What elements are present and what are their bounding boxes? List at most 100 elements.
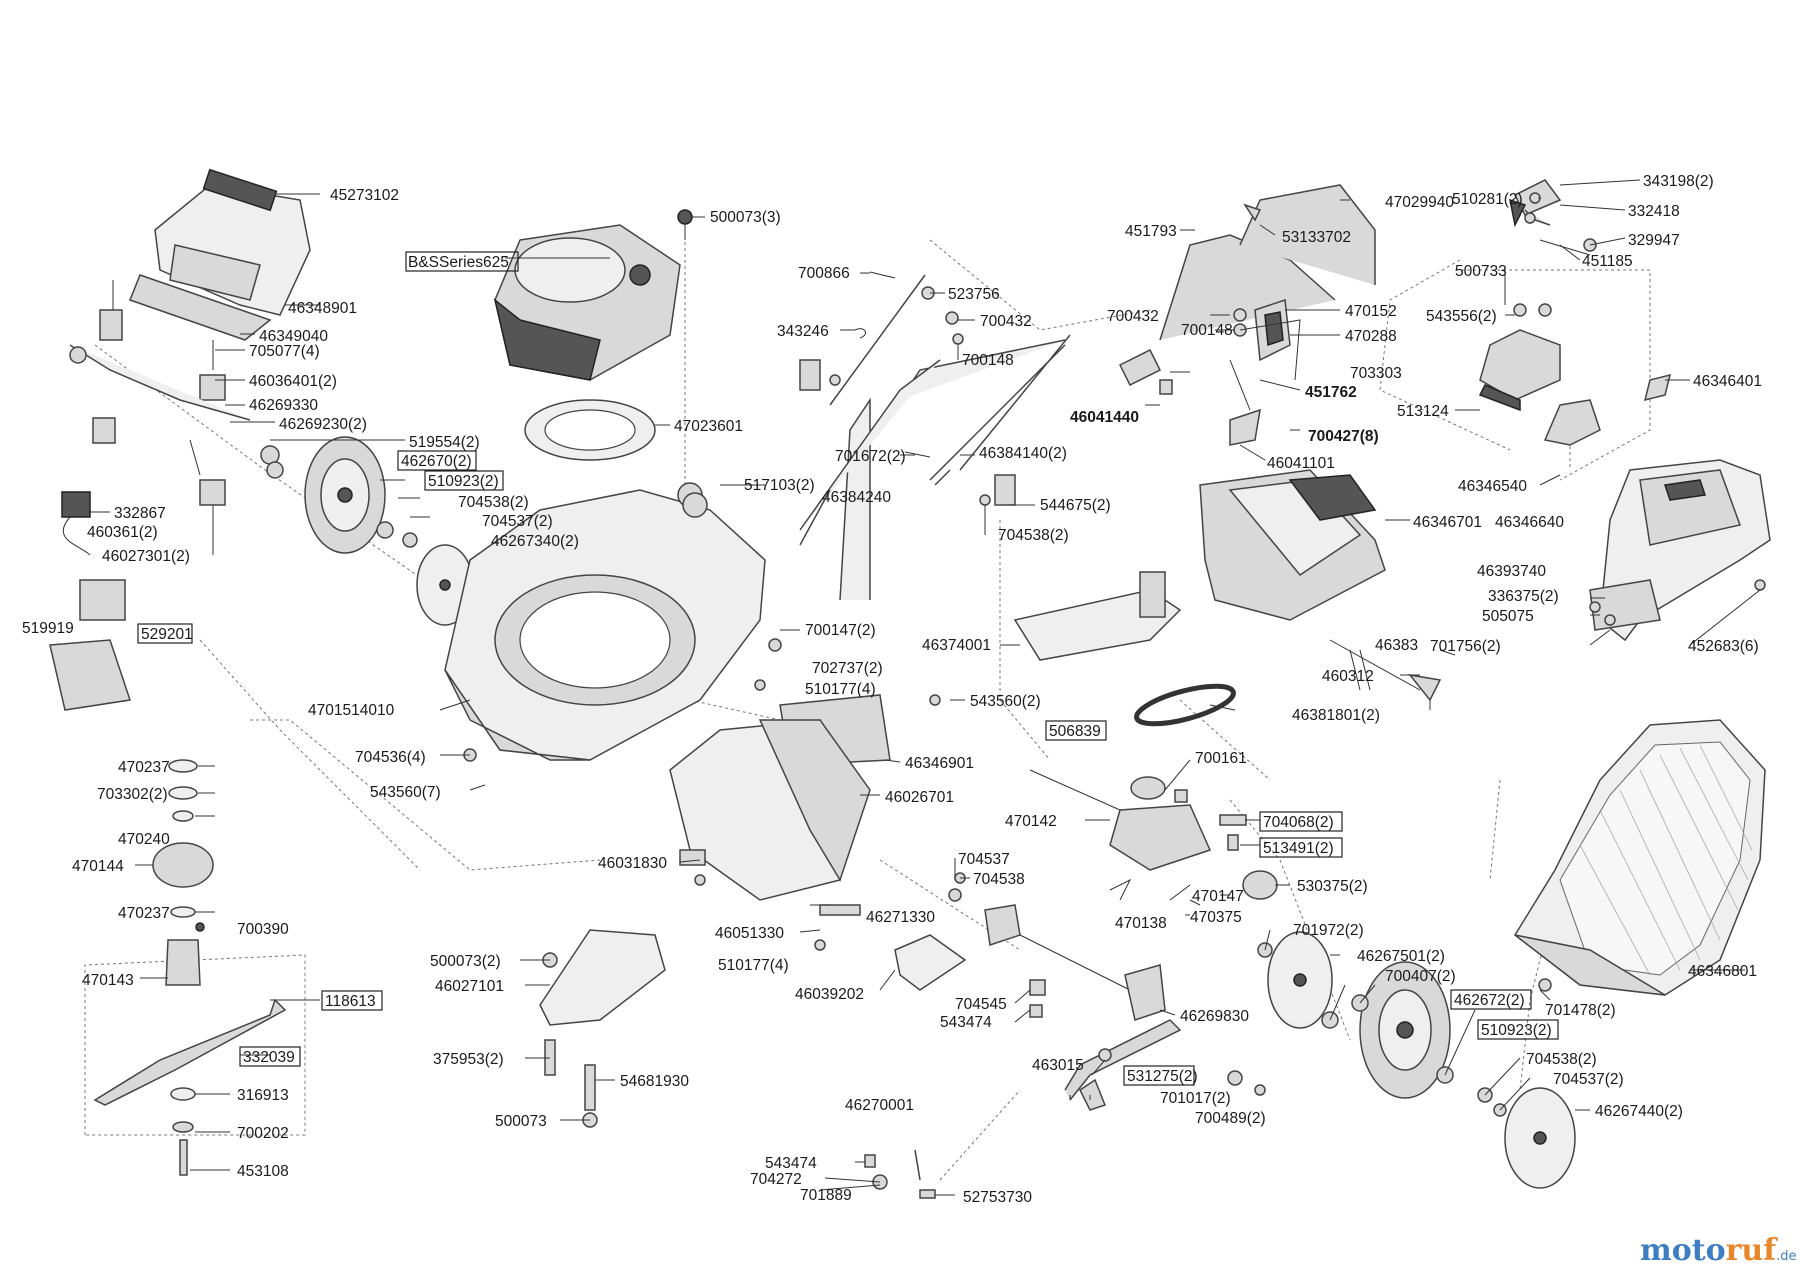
label-frames — [137, 251, 1559, 1086]
label-519554: 519554(2) — [409, 434, 480, 451]
label-463015: 463015 — [1032, 1057, 1084, 1074]
label-500073-3: 500073(3) — [710, 209, 781, 226]
label-701478: 701478(2) — [1545, 1002, 1616, 1019]
rear-axle-lever — [864, 872, 1266, 1199]
label-543560-2: 543560(2) — [970, 693, 1041, 710]
label-46346401: 46346401 — [1693, 373, 1762, 390]
grass-bag-part — [1514, 719, 1766, 996]
label-46349040: 46349040 — [259, 328, 328, 345]
label-510281: 510281(2) — [1452, 191, 1523, 208]
rear-wheel-parts — [1257, 931, 1576, 1189]
label-46041440: 46041440 — [1070, 409, 1139, 426]
label-4701514010: 4701514010 — [308, 702, 395, 719]
label-46267501: 46267501(2) — [1357, 948, 1445, 965]
label-700427: 700427(8) — [1308, 428, 1379, 445]
label-700148-left: 700148 — [962, 352, 1014, 369]
label-46027301: 46027301(2) — [102, 548, 190, 565]
label-47029940: 47029940 — [1385, 194, 1454, 211]
label-46267340: 46267340(2) — [491, 533, 579, 550]
label-704537-front: 704537(2) — [482, 513, 553, 530]
switch-cable-parts — [1509, 179, 1597, 256]
lever-assembly — [1118, 298, 1301, 446]
right-cover-pieces — [1543, 373, 1672, 446]
label-500073-2: 500073(2) — [430, 953, 501, 970]
label-510923-front: 510923(2) — [428, 473, 499, 490]
label-470144: 470144 — [72, 858, 124, 875]
label-46036401: 46036401(2) — [249, 373, 337, 390]
label-700161: 700161 — [1195, 750, 1247, 767]
label-462670: 462670(2) — [401, 453, 472, 470]
label-46039202: 46039202 — [795, 986, 864, 1003]
label-332867: 332867 — [114, 505, 166, 522]
leader-lines — [88, 179, 1761, 1196]
watermark-text: motoruf.de — [1640, 1233, 1797, 1268]
label-47023601: 47023601 — [674, 418, 743, 435]
label-701756: 701756(2) — [1430, 638, 1501, 655]
label-510177-deck: 510177(4) — [805, 681, 876, 698]
label-332418: 332418 — [1628, 203, 1680, 220]
label-529201: 529201 — [141, 626, 193, 643]
label-45273102: 45273102 — [330, 187, 399, 204]
label-543474-bottom: 543474 — [765, 1155, 817, 1172]
label-332039: 332039 — [243, 1049, 295, 1066]
label-46384240: 46384240 — [822, 489, 891, 506]
label-336375: 336375(2) — [1488, 588, 1559, 605]
label-452683: 452683(6) — [1688, 638, 1759, 655]
gearbox-part — [1029, 769, 1278, 901]
label-704538-handle: 704538(2) — [998, 527, 1069, 544]
label-519919: 519919 — [22, 620, 74, 637]
label-513124: 513124 — [1397, 403, 1449, 420]
label-700147: 700147(2) — [805, 622, 876, 639]
label-544675: 544675(2) — [1040, 497, 1111, 514]
blade-part — [93, 998, 287, 1106]
engine-part — [493, 224, 681, 381]
gasket-part — [524, 209, 693, 461]
label-701889: 701889 — [800, 1187, 852, 1204]
label-46031830: 46031830 — [598, 855, 667, 872]
watermark-suffix: .de — [1776, 1249, 1796, 1264]
label-46041101: 46041101 — [1267, 455, 1335, 472]
label-543560-7: 543560(7) — [370, 784, 441, 801]
label-700148-right: 700148 — [1181, 322, 1233, 339]
mower-deck-part — [444, 482, 766, 762]
label-46346901: 46346901 — [905, 755, 974, 772]
label-46346801: 46346801 — [1688, 963, 1757, 980]
label-46381801: 46381801(2) — [1292, 707, 1380, 724]
label-513491: 513491(2) — [1263, 840, 1334, 857]
label-531275: 531275(2) — [1127, 1068, 1198, 1085]
label-704538-rear: 704538(2) — [1526, 1051, 1597, 1068]
grass-bag-frame — [1589, 459, 1771, 642]
label-460312: 460312 — [1322, 668, 1374, 685]
label-700202: 700202 — [237, 1125, 289, 1142]
label-46374001: 46374001 — [922, 637, 991, 654]
label-700489: 700489(2) — [1195, 1110, 1266, 1127]
label-343198: 343198(2) — [1643, 173, 1714, 190]
label-704537-axle: 704537 — [958, 851, 1010, 868]
top-handle-bar — [1159, 184, 1376, 341]
label-704272: 704272 — [750, 1171, 802, 1188]
label-470142: 470142 — [1005, 813, 1057, 830]
label-46346540: 46346540 — [1458, 478, 1527, 495]
label-500073: 500073 — [495, 1113, 547, 1130]
label-46346640: 46346640 — [1495, 514, 1564, 531]
label-704545: 704545 — [955, 996, 1007, 1013]
label-46051330: 46051330 — [715, 925, 784, 942]
label-46269230: 46269230(2) — [279, 416, 367, 433]
label-470138: 470138 — [1115, 915, 1167, 932]
mulch-plug-part — [894, 934, 967, 991]
label-701017: 701017(2) — [1160, 1090, 1231, 1107]
label-506839: 506839 — [1049, 723, 1101, 740]
label-46348901: 46348901 — [288, 300, 357, 317]
blade-hub-stack — [152, 759, 214, 1176]
label-704538-axle: 704538 — [973, 871, 1025, 888]
control-box-part — [1478, 303, 1561, 412]
label-460361: 460361(2) — [87, 524, 158, 541]
label-517103: 517103(2) — [744, 477, 815, 494]
label-46027101: 46027101 — [435, 978, 504, 995]
label-523756: 523756 — [948, 286, 1000, 303]
label-470143: 470143 — [82, 972, 134, 989]
label-702737: 702737(2) — [812, 660, 883, 677]
part-number-labels: 45273102 46348901 46349040 705077(4) 460… — [22, 173, 1762, 1206]
label-470237-top: 470237 — [118, 759, 170, 776]
